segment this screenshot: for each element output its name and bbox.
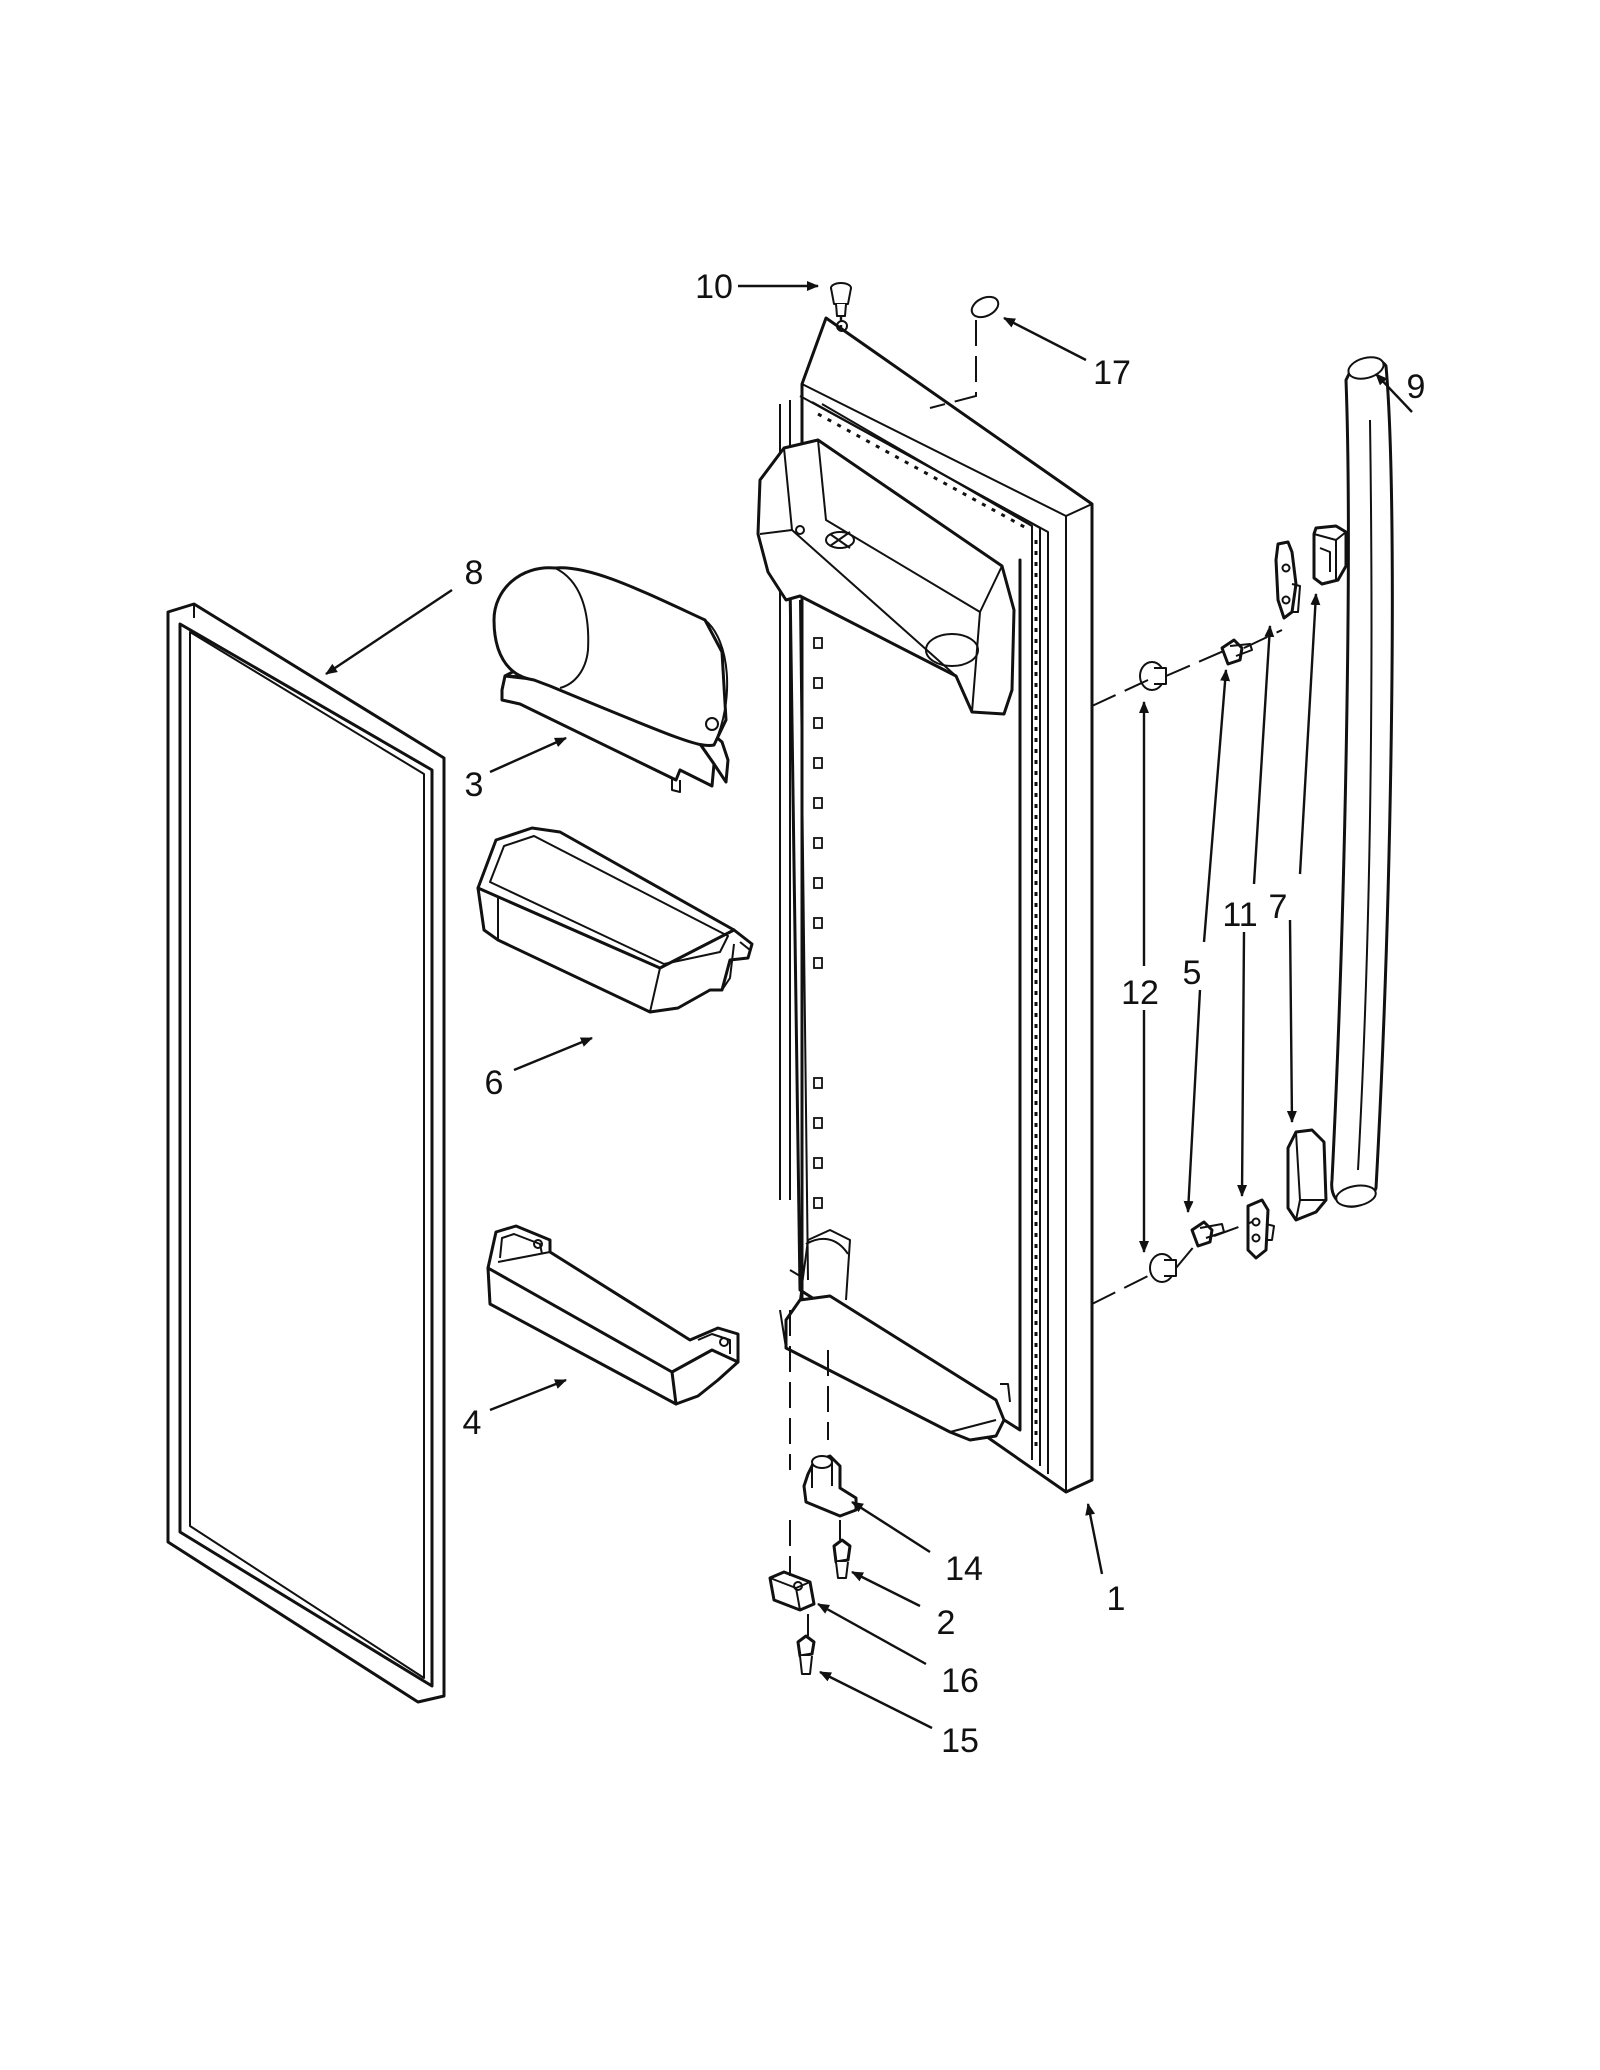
callout-2: 2 — [937, 1604, 956, 1642]
leader-6 — [513, 1036, 593, 1072]
callout-10: 10 — [695, 268, 733, 306]
leader-17 — [1003, 316, 1087, 362]
shelf-peg — [813, 837, 823, 849]
shelf-peg — [813, 757, 823, 769]
door-shelf — [486, 1224, 740, 1406]
leader-11-up — [1252, 625, 1275, 885]
callout-1: 1 — [1107, 1580, 1126, 1618]
shelf-peg — [813, 637, 823, 649]
hinge-washer — [929, 295, 1000, 409]
leader-3 — [489, 736, 567, 774]
hinge-pin — [830, 282, 852, 330]
callout-9: 9 — [1407, 368, 1426, 406]
shelf-peg — [813, 717, 823, 729]
callout-16: 16 — [941, 1662, 979, 1700]
callout-8: 8 — [465, 554, 484, 592]
leader-16 — [817, 1602, 927, 1666]
callout-4: 4 — [463, 1404, 482, 1442]
callout-11: 11 — [1222, 896, 1257, 934]
handle-end-cap-top — [1312, 524, 1348, 586]
callout-17: 17 — [1093, 354, 1131, 392]
callout-5: 5 — [1183, 954, 1202, 992]
leader-4 — [489, 1378, 567, 1412]
leader-1 — [1085, 1503, 1104, 1575]
leader-9 — [1375, 373, 1413, 413]
callout-6: 6 — [485, 1064, 504, 1102]
shelf-peg — [813, 1117, 823, 1129]
mounting-stud-bottom — [1149, 1253, 1177, 1283]
screw-top — [1220, 638, 1253, 666]
shelf-peg — [813, 917, 823, 929]
callout-15: 15 — [941, 1722, 979, 1760]
door-liner-assembly — [756, 316, 1094, 1494]
handle-end-cap-bottom — [1286, 1128, 1328, 1222]
door-gasket — [166, 602, 446, 1704]
leader-7-down — [1286, 919, 1297, 1123]
hinge-screw — [832, 1538, 852, 1579]
callout-12: 12 — [1121, 974, 1159, 1012]
leader-7-up — [1298, 593, 1321, 875]
leader-11-down — [1237, 931, 1248, 1197]
leader-14 — [851, 1500, 931, 1554]
leader-2 — [851, 1570, 921, 1608]
leader-8 — [325, 589, 453, 675]
shelf-peg — [813, 957, 823, 969]
handle-bracket-top — [1274, 540, 1301, 620]
leader-5-up — [1202, 669, 1231, 943]
bottom-hinge-bracket — [802, 1454, 858, 1518]
callout-14: 14 — [945, 1550, 983, 1588]
shelf-peg — [813, 797, 823, 809]
dairy-bin-cover — [492, 566, 730, 793]
shelf-peg — [813, 677, 823, 689]
mounting-stud-top — [1139, 661, 1167, 691]
shelf-peg — [813, 877, 823, 889]
hinge-shim — [768, 1570, 816, 1612]
shelf-peg — [813, 1157, 823, 1169]
shim-screw — [796, 1634, 816, 1675]
door-handle — [1330, 356, 1394, 1208]
callout-7: 7 — [1269, 888, 1288, 926]
leader-15 — [819, 1670, 933, 1730]
leader-5-down — [1183, 989, 1202, 1213]
door-bin — [476, 826, 754, 1014]
handle-bracket-bottom — [1246, 1198, 1275, 1260]
shelf-peg — [813, 1197, 823, 1209]
callout-3: 3 — [465, 766, 484, 804]
shelf-peg — [813, 1077, 823, 1089]
